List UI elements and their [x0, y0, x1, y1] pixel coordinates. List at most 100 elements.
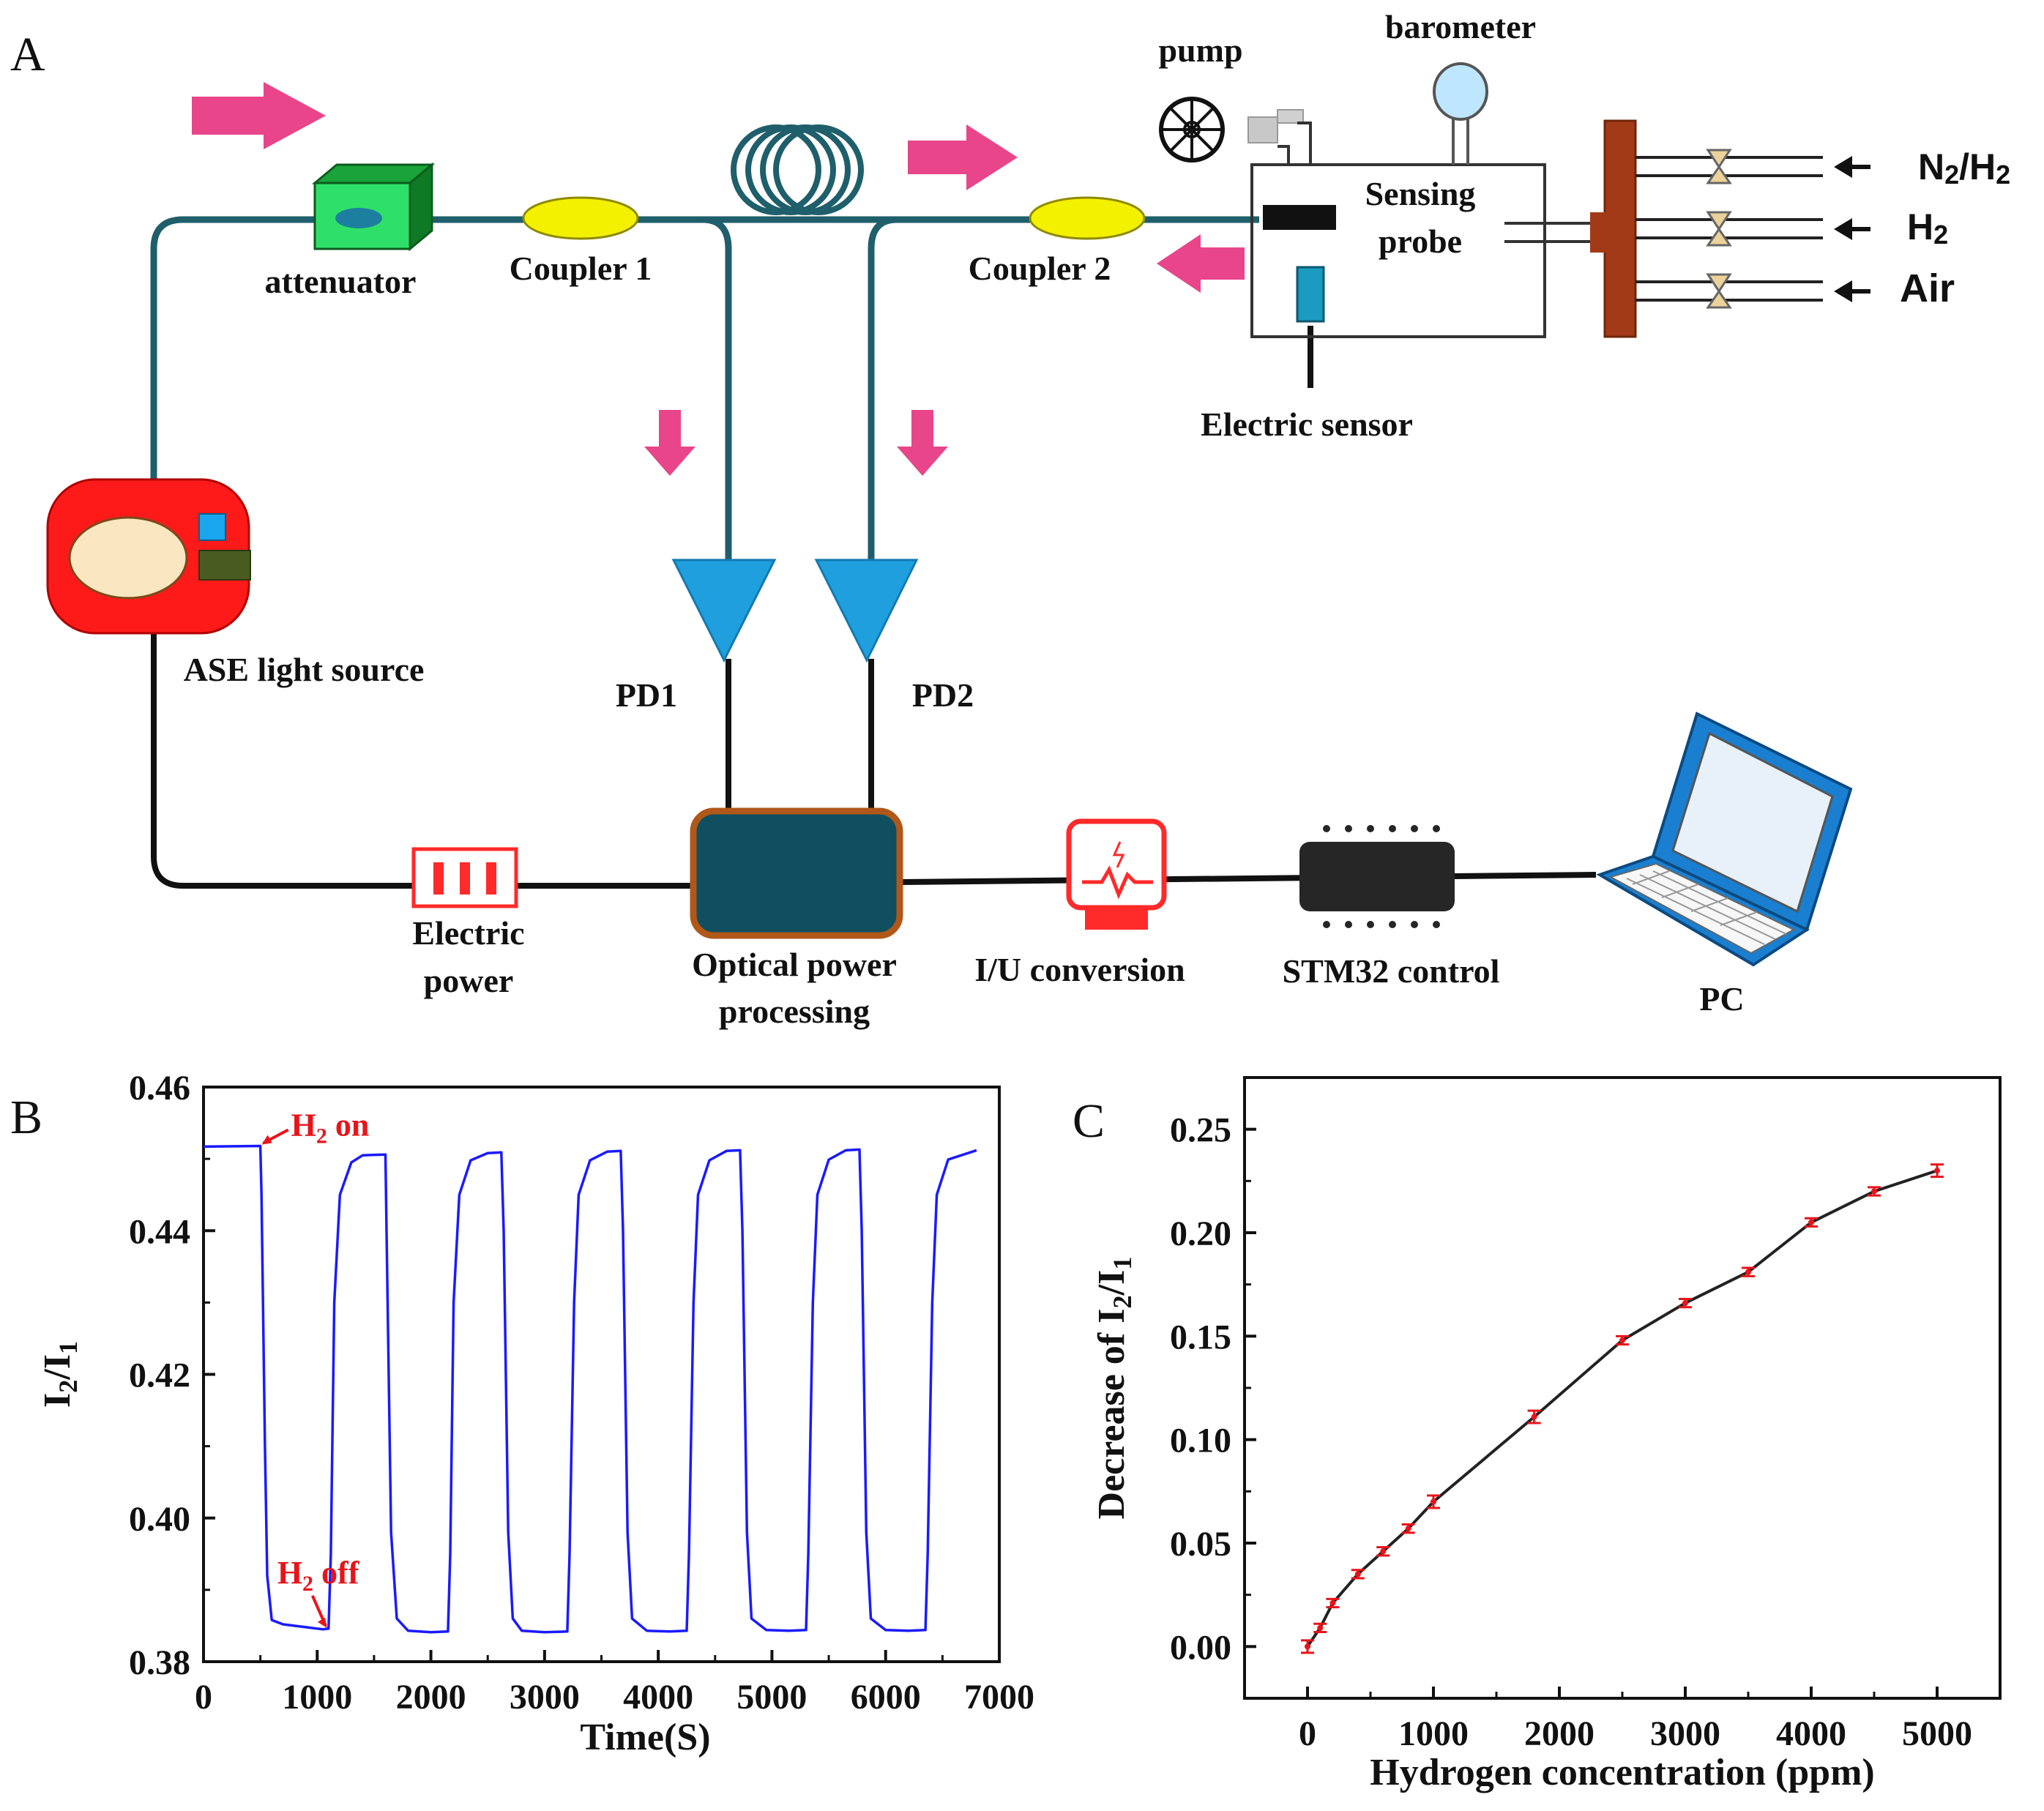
fiber-coil-icon	[731, 124, 864, 215]
y-tick-label: 0.00	[1170, 1628, 1231, 1667]
iu-monitor	[1066, 818, 1167, 911]
y-tick-label: 0.20	[1170, 1214, 1231, 1253]
chip-pin	[1345, 825, 1352, 832]
x-tick-label: 3000	[510, 1678, 580, 1717]
fiber-branch-pd2	[868, 216, 898, 567]
chip-pin	[1433, 921, 1440, 928]
y-tick-label: 0.05	[1170, 1525, 1231, 1564]
pd2-detector-icon	[814, 559, 919, 663]
x-tick-label: 3000	[1650, 1714, 1720, 1753]
data-point	[1808, 1219, 1814, 1225]
data-point	[1619, 1337, 1625, 1343]
electric-power-label-2: power	[424, 962, 514, 999]
data-point	[1329, 1599, 1336, 1606]
arrow-left-icon	[1834, 156, 1870, 178]
chip-pin	[1389, 825, 1396, 832]
coupler-2-icon	[1029, 196, 1146, 240]
y-tick-label: 0.44	[129, 1212, 190, 1251]
arrow-left-icon	[1157, 234, 1245, 293]
laptop-screen	[1671, 731, 1834, 914]
pulse-wave-icon	[1082, 865, 1153, 900]
valve-icon	[1706, 273, 1732, 309]
lightning-icon	[1112, 841, 1125, 868]
sensing-probe-label-1: Sensing	[1365, 175, 1476, 212]
barometer-stem	[1452, 119, 1469, 165]
x-tick-label: 0	[195, 1678, 212, 1717]
y-axis-label: I2/I1	[37, 1341, 83, 1408]
annotation-arrowhead	[261, 1135, 272, 1145]
chamber-box	[1250, 163, 1546, 338]
arrow-right-icon	[908, 124, 1018, 190]
valve-icon	[1706, 149, 1732, 184]
y-tick-label: 0.40	[129, 1500, 190, 1539]
x-tick-label: 4000	[1776, 1714, 1846, 1753]
electric-sensor-icon	[1296, 266, 1325, 323]
pd1-label: PD1	[616, 676, 677, 714]
chip-pins	[1323, 825, 1440, 928]
y-tick-label: 0.15	[1170, 1318, 1231, 1356]
wire-processing-to-pc	[900, 872, 1597, 885]
gas-line-air	[1635, 280, 1823, 302]
power-bar	[486, 862, 496, 895]
y-tick-label: 0.10	[1170, 1422, 1231, 1460]
optical-processing-label-2: processing	[719, 993, 870, 1030]
x-tick-label: 2000	[1524, 1714, 1594, 1753]
attenuator-label: attenuator	[265, 263, 417, 300]
chip-pin	[1433, 825, 1440, 832]
pump-spokes	[1161, 99, 1223, 160]
attenuator-window	[335, 208, 382, 228]
response-curve	[1306, 1169, 1938, 1648]
annotation-h2-off: H2 off	[277, 1555, 360, 1596]
gas-label-h2: H2	[1907, 206, 1948, 250]
power-bar	[433, 862, 444, 895]
arrow-left-icon	[1834, 218, 1870, 240]
x-tick-label: 5000	[736, 1678, 807, 1717]
pc-label: PC	[1699, 980, 1744, 1017]
chip-pin	[1411, 921, 1418, 928]
x-axis-label: Time(S)	[580, 1717, 710, 1758]
stm32-label: STM32 control	[1283, 952, 1500, 990]
chip-pin	[1389, 921, 1396, 928]
manifold-joint	[1590, 212, 1608, 253]
fiber-main-line	[150, 216, 1259, 479]
y-axis-label: Decrease of I2/I1	[1091, 1257, 1137, 1520]
data-point	[1934, 1168, 1940, 1174]
chip-body	[1299, 842, 1455, 911]
chip-pin	[1367, 825, 1374, 832]
gas-manifold	[1590, 119, 1870, 338]
panel-letter-c: C	[1073, 1094, 1105, 1148]
data-point	[1405, 1526, 1411, 1532]
optical-processing-label-1: Optical power	[692, 946, 897, 983]
barometer-label: barometer	[1385, 8, 1536, 45]
arrow-left-icon	[1834, 280, 1870, 302]
coupler-1-label: Coupler 1	[510, 250, 652, 287]
y-tick-label: 0.38	[129, 1643, 190, 1682]
data-point	[1431, 1498, 1436, 1505]
y-tick-label: 0.25	[1170, 1111, 1231, 1150]
arrow-down-icon	[644, 410, 695, 476]
x-tick-label: 7000	[964, 1678, 1034, 1717]
iu-stand	[1085, 908, 1148, 930]
optical-power-processing-icon	[690, 807, 903, 939]
electrical-wiring	[151, 326, 1597, 889]
chip-pin	[1345, 921, 1352, 928]
arrow-right-icon	[192, 82, 326, 149]
x-tick-label: 0	[1299, 1714, 1316, 1753]
chamber-feed-pipes	[1504, 222, 1596, 243]
data-point	[1745, 1269, 1751, 1275]
ase-light-source-icon	[46, 478, 251, 635]
gas-label-n2h2: N2/H2	[1918, 146, 2010, 190]
chip-pin	[1367, 921, 1374, 928]
annotation-arrowhead	[317, 1617, 327, 1628]
panel-letter-b: B	[10, 1091, 42, 1144]
attenuator-icon	[311, 162, 436, 252]
x-tick-label: 5000	[1902, 1714, 1972, 1753]
data-point	[1531, 1414, 1537, 1420]
y-tick-label: 0.42	[129, 1356, 190, 1395]
power-bar	[460, 862, 470, 895]
chip-pin	[1411, 825, 1418, 832]
ase-display	[198, 550, 251, 580]
arrow-down-icon	[897, 410, 948, 476]
